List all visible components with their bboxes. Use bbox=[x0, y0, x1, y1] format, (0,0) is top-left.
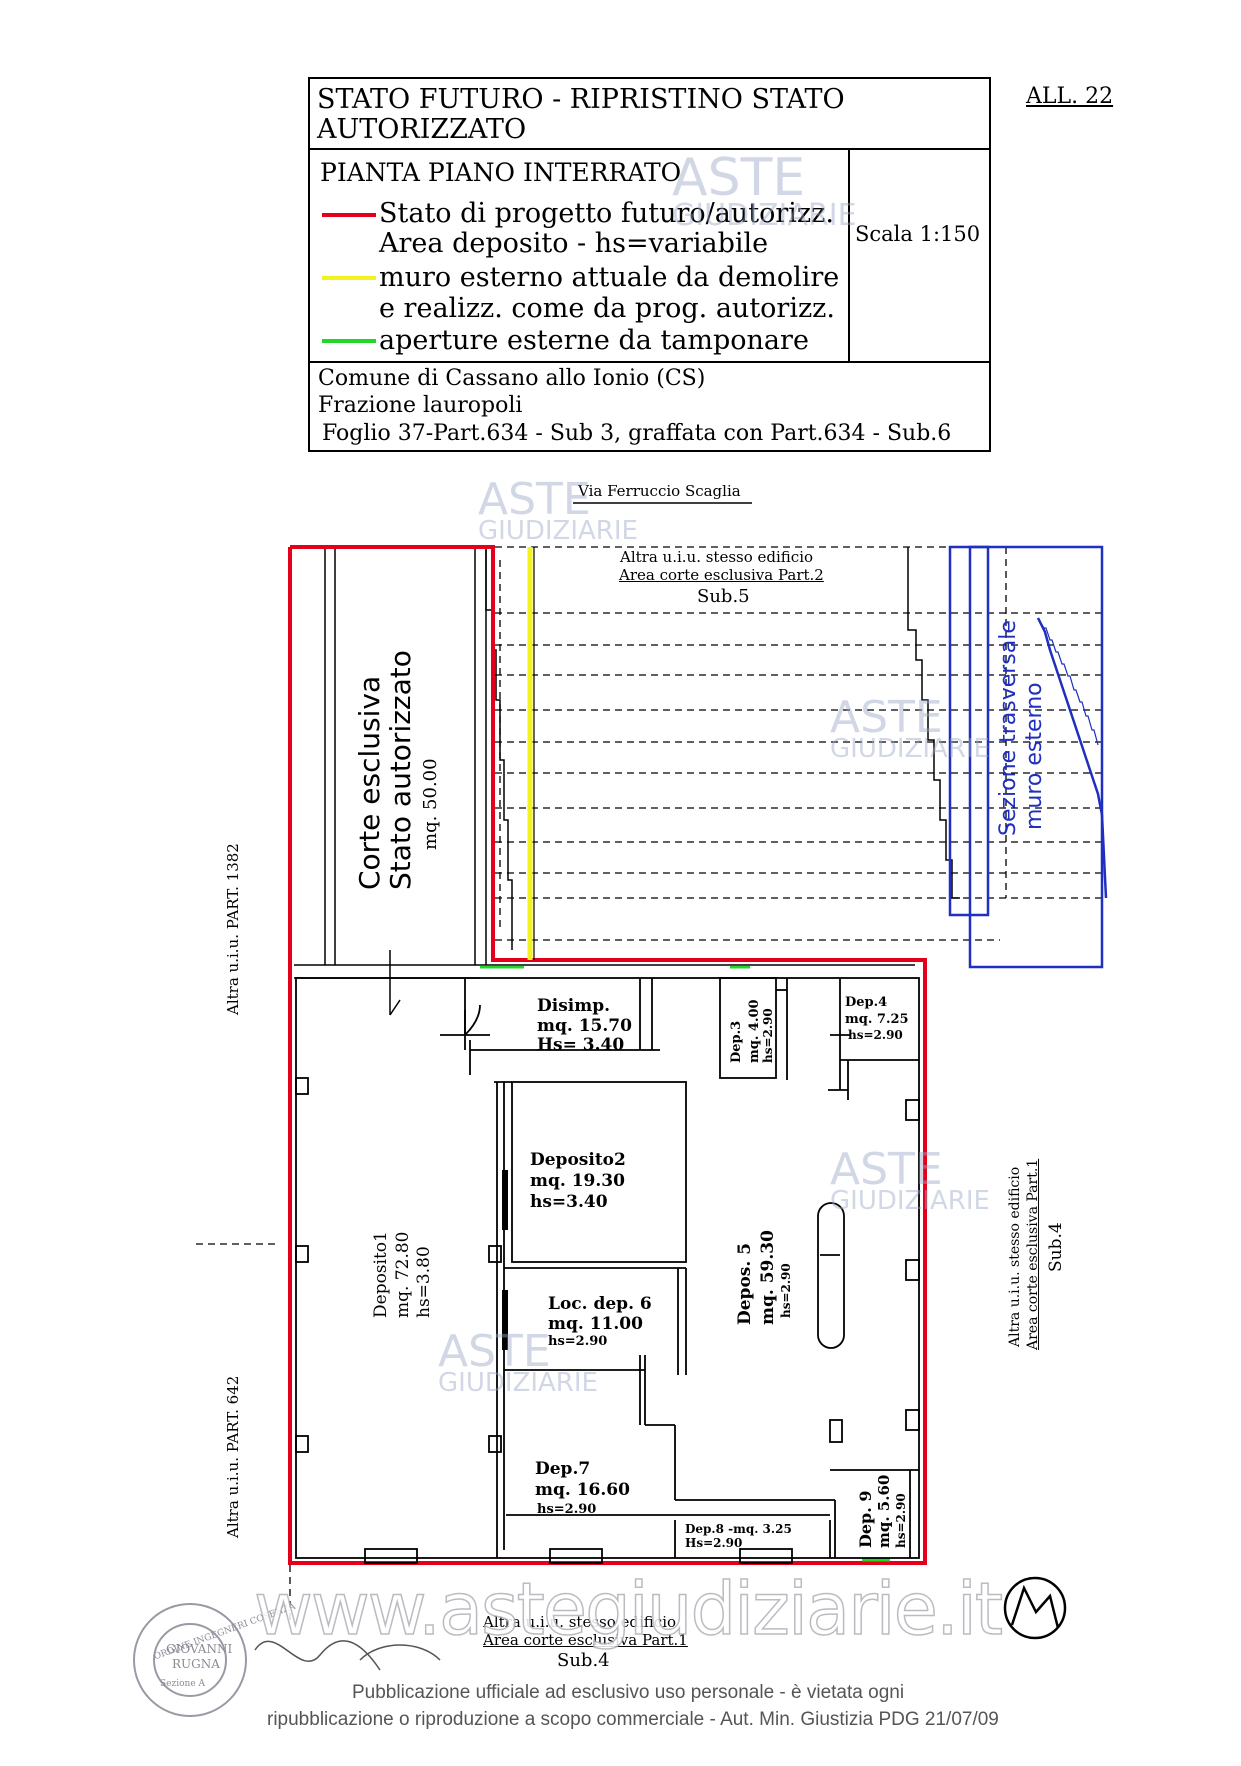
dep3-area: mq. 4.00 bbox=[747, 999, 762, 1063]
bottom-neighbor-line2: Area corte esclusiva Part.1 bbox=[483, 1631, 688, 1649]
legend-yellow-text1: muro esterno attuale da demolire bbox=[379, 262, 840, 293]
stamp-name1: GIOVANNI bbox=[166, 1642, 233, 1656]
footer-line2: ripubblicazione o riproduzione a scopo c… bbox=[267, 1709, 999, 1730]
dep7-area: mq. 16.60 bbox=[535, 1480, 630, 1500]
dep6-area: mq. 11.00 bbox=[548, 1314, 643, 1334]
dep4-name: Dep.4 bbox=[845, 995, 888, 1010]
top-neighbor-sub: Sub.5 bbox=[697, 586, 750, 607]
dep9-name: Dep. 9 bbox=[856, 1490, 875, 1548]
disimp-name: Disimp. bbox=[537, 996, 611, 1016]
left-neighbor-bottom: Altra u.i.u. PART. 642 bbox=[224, 1375, 242, 1538]
top-neighbor-line2: Area corte esclusiva Part.2 bbox=[619, 566, 824, 584]
right-neighbor-line2: Area corte esclusiva Part.1 bbox=[1025, 1158, 1041, 1350]
dep3-name: Dep.3 bbox=[729, 1020, 744, 1063]
frazione-text: Frazione lauropoli bbox=[318, 393, 523, 418]
watermark-aste-word: ASTE bbox=[830, 692, 943, 743]
foglio-text: Foglio 37-Part.634 - Sub 3, graffata con… bbox=[322, 421, 952, 446]
corte-line2: Stato autorizzato bbox=[384, 650, 417, 890]
left-neighbor-top: Altra u.i.u. PART. 1382 bbox=[224, 843, 242, 1015]
dep2-area: mq. 19.30 bbox=[530, 1171, 625, 1191]
dep9-h: hs=2.90 bbox=[894, 1493, 908, 1548]
comune-text: Comune di Cassano allo Ionio (CS) bbox=[318, 366, 706, 391]
title-line1: STATO FUTURO - RIPRISTINO STATO bbox=[317, 84, 845, 115]
disimp-area: mq. 15.70 bbox=[537, 1016, 632, 1036]
dep9-area: mq. 5.60 bbox=[875, 1474, 893, 1548]
legend-red-text2: Area deposito - hs=variabile bbox=[379, 228, 769, 259]
dep7-h: hs=2.90 bbox=[537, 1502, 597, 1517]
footer-line1: Pubblicazione ufficiale ad esclusivo uso… bbox=[352, 1682, 905, 1703]
right-neighbor-sub: Sub.4 bbox=[1046, 1222, 1066, 1272]
legend-green-text: aperture esterne da tamponare bbox=[379, 325, 809, 356]
sezione-line1: Sezione trasversale bbox=[996, 620, 1021, 836]
watermark-giudiziarie-word: GIUDIZIARIE bbox=[830, 1185, 990, 1216]
legend-divider bbox=[848, 150, 850, 362]
dep7-name: Dep.7 bbox=[535, 1459, 591, 1479]
stamp-name2: RUGNA bbox=[172, 1657, 220, 1671]
plan-title: PIANTA PIANO INTERRATO bbox=[320, 158, 682, 187]
dep5-h: hs=2.90 bbox=[779, 1263, 793, 1318]
dep6-h: hs=2.90 bbox=[548, 1334, 608, 1349]
watermark-aste-word: ASTE bbox=[438, 1326, 551, 1377]
dep5-name: Depos. 5 bbox=[735, 1242, 755, 1325]
dep4-area: mq. 7.25 bbox=[845, 1012, 909, 1027]
right-neighbor-line1: Altra u.i.u. stesso edificio bbox=[1007, 1166, 1023, 1347]
corte-area: mq. 50.00 bbox=[420, 758, 441, 850]
dep2-h: hs=3.40 bbox=[530, 1192, 608, 1212]
watermark-aste-word: ASTE bbox=[830, 1144, 943, 1195]
stamp-sez: Sezione A bbox=[160, 1679, 206, 1689]
dep1-h: hs=3.80 bbox=[414, 1246, 434, 1318]
bottom-neighbor-line1: Altra u.i.u. stesso edificio bbox=[483, 1613, 677, 1631]
dep8-h: Hs=2.90 bbox=[685, 1536, 743, 1550]
title-line2: AUTORIZZATO bbox=[317, 114, 527, 145]
dep1-area: mq. 72.80 bbox=[393, 1231, 413, 1318]
dep6-name: Loc. dep. 6 bbox=[548, 1294, 652, 1314]
dep5-area: mq. 59.30 bbox=[758, 1230, 778, 1325]
watermark-aste-word: ASTE bbox=[672, 148, 806, 208]
corte-line1: Corte esclusiva bbox=[353, 675, 386, 890]
watermark-giudiziarie-word: GIUDIZIARIE bbox=[478, 515, 638, 546]
dep2-name: Deposito2 bbox=[530, 1150, 626, 1170]
top-neighbor-line1: Altra u.i.u. stesso edificio bbox=[620, 548, 814, 566]
sezione-line2: muro esterno bbox=[1022, 682, 1047, 830]
legend-yellow-line bbox=[322, 276, 376, 280]
dep3-h: hs=2.90 bbox=[761, 1008, 775, 1063]
allegato-label: ALL. 22 bbox=[1026, 84, 1114, 109]
legend-red-line bbox=[322, 213, 376, 217]
dep8-name: Dep.8 -mq. 3.25 bbox=[685, 1522, 792, 1536]
scale-label: Scala 1:150 bbox=[855, 222, 981, 246]
watermark-site: www.astegiudiziarie.it bbox=[253, 1567, 1004, 1651]
watermark-giudiziarie-word: GIUDIZIARIE bbox=[438, 1367, 598, 1398]
watermark-aste-word: ASTE bbox=[478, 474, 591, 525]
location-box bbox=[308, 361, 991, 452]
disimp-h: Hs= 3.40 bbox=[537, 1035, 625, 1055]
legend-red-text1: Stato di progetto futuro/autorizz. bbox=[379, 198, 834, 229]
watermark-giudiziarie-word: GIUDIZIARIE bbox=[672, 197, 857, 233]
legend-yellow-text2: e realizz. come da prog. autorizz. bbox=[379, 293, 835, 324]
dep4-h: hs=2.90 bbox=[848, 1028, 903, 1042]
bottom-neighbor-sub: Sub.4 bbox=[557, 1650, 610, 1671]
dep1-name: Deposito1 bbox=[371, 1231, 391, 1318]
legend-green-line bbox=[322, 339, 376, 343]
street-label: Via Ferruccio Scaglia bbox=[578, 482, 741, 500]
watermark-giudiziarie-word: GIUDIZIARIE bbox=[830, 733, 990, 764]
